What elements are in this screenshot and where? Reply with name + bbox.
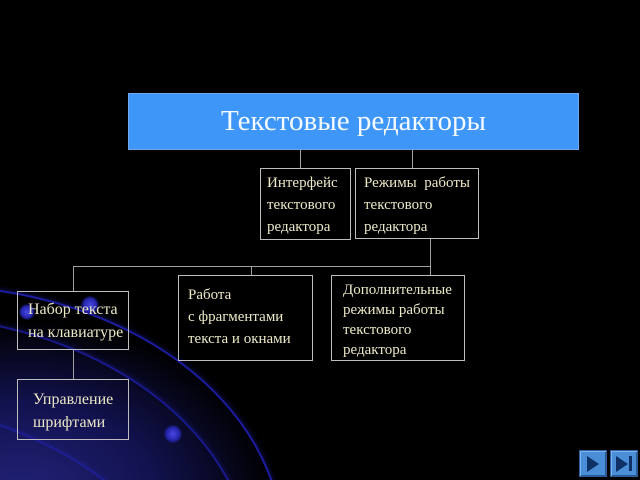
connector-line-to-typing [73, 266, 74, 291]
connector-line-to-fragments [251, 266, 252, 275]
node-extra-modes-box: Дополнительные режимы работы текстового … [331, 275, 465, 361]
glow-dot [81, 296, 99, 314]
connector-line-root-interface [300, 150, 301, 168]
diagram-root-box: Текстовые редакторы [128, 93, 579, 150]
connector-line-modes-down [430, 239, 431, 275]
skip-to-end-icon [616, 455, 628, 472]
connector-line-horizontal [73, 266, 431, 267]
last-slide-button[interactable] [610, 450, 638, 477]
triangle-right-icon [587, 455, 599, 472]
glow-dot [19, 304, 35, 320]
node-work-modes-box: Режимы работы текстового редактора [355, 168, 479, 239]
skip-to-end-bar [629, 456, 632, 471]
node-interface-box: Интерфейс текстового редактора [260, 168, 351, 240]
node-typing-box: Набор текста на клавиатуре [17, 291, 129, 350]
glow-dot [164, 425, 182, 443]
next-slide-button[interactable] [579, 450, 607, 477]
connector-line-typing-fonts [73, 350, 74, 379]
node-fragments-box: Работа с фрагментами текста и окнами [178, 275, 313, 361]
node-fonts-box: Управление шрифтами [17, 379, 129, 440]
connector-line-root-modes [412, 150, 413, 168]
